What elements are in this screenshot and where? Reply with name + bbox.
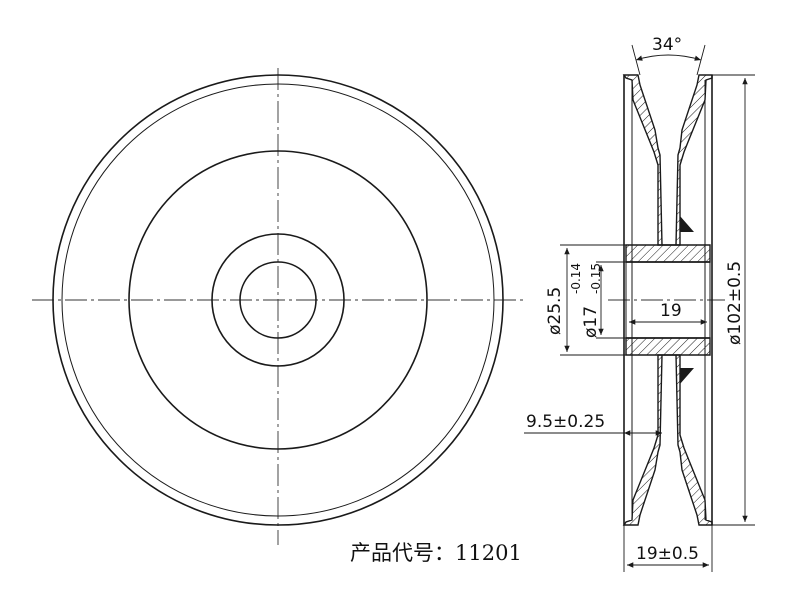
- product-code: 产品代号：11201: [350, 541, 522, 565]
- dimensions: 34° ø102±0.5 ø25.5 ø17 -0.14 -0.15 19 9.…: [524, 35, 755, 572]
- bore-circle: [239, 261, 317, 339]
- upper-web-section: [622, 74, 713, 246]
- upper-weld: [680, 216, 694, 232]
- front-view: [32, 68, 523, 545]
- hub-dia-label: ø25.5: [545, 287, 565, 335]
- bore-dia-label: ø17: [581, 306, 601, 338]
- width-label: 19±0.5: [636, 544, 699, 564]
- web-circle: [128, 150, 428, 450]
- bore-tol-upper: -0.14: [569, 263, 583, 294]
- lower-weld: [680, 368, 694, 384]
- lower-hub-section: [625, 337, 711, 356]
- hub-length-label: 19: [660, 301, 682, 321]
- angle-arc: [635, 54, 702, 61]
- outer-rim-circle: [52, 74, 504, 526]
- hub-circle: [211, 233, 345, 367]
- upper-hub-section: [625, 244, 711, 263]
- web-offset-label: 9.5±0.25: [526, 412, 605, 432]
- bore-tol-lower: -0.15: [589, 263, 603, 294]
- angle-label: 34°: [652, 35, 682, 55]
- rim-inner-circle: [61, 83, 495, 517]
- lower-web-section: [622, 354, 713, 526]
- od-label: ø102±0.5: [725, 261, 745, 345]
- section-view: [608, 74, 725, 526]
